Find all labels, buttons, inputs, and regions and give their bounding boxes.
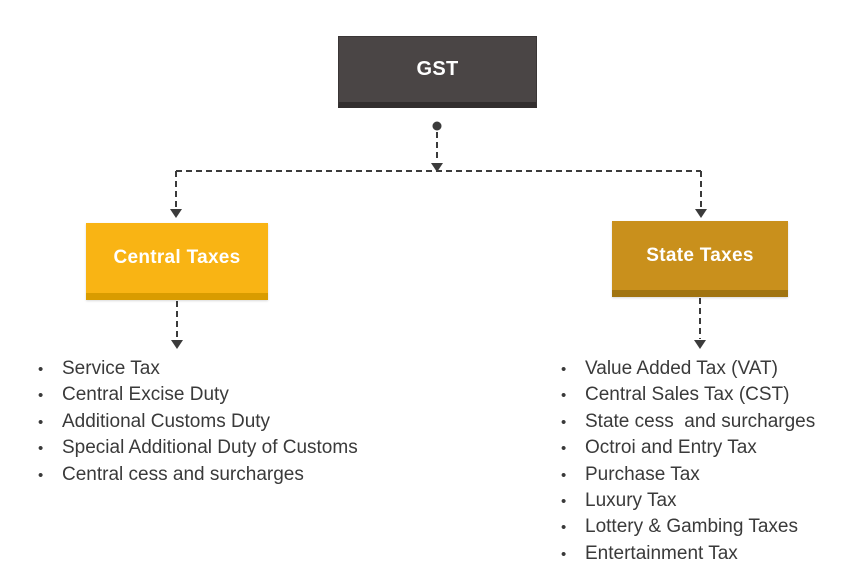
list-item-text: Octroi and Entry Tax xyxy=(585,437,757,459)
bullet-icon: • xyxy=(561,361,567,378)
list-item-text: Additional Customs Duty xyxy=(62,410,271,432)
bullet-icon: • xyxy=(38,440,44,458)
list-item: • Purchase Tax xyxy=(553,462,863,488)
list-item-text: Purchase Tax xyxy=(585,463,700,485)
bullet-icon: • xyxy=(38,466,44,484)
list-item-text: Central Sales Tax (CST) xyxy=(585,384,790,406)
list-item-text: Value Added Tax (VAT) xyxy=(585,358,778,379)
list-item-text: Special Additional Duty of Customs xyxy=(62,437,358,459)
list-item-text: Central cess and surcharges xyxy=(62,463,304,485)
list-item-text: Central Excise Duty xyxy=(62,384,229,406)
root-connector-dot xyxy=(432,121,442,131)
bullet-icon: • xyxy=(561,387,567,405)
bullet-icon: • xyxy=(561,519,567,537)
gst-node: GST xyxy=(338,36,537,108)
list-item: • Central Excise Duty xyxy=(30,382,450,408)
list-item: • Central Sales Tax (CST) xyxy=(553,382,863,408)
central-taxes-node: Central Taxes xyxy=(86,223,268,300)
list-item-text: Luxury Tax xyxy=(585,490,677,512)
list-item: • Service Tax xyxy=(30,356,450,382)
bullet-icon: • xyxy=(561,466,567,484)
bullet-icon: • xyxy=(561,493,567,511)
list-item: • Lottery & Gambing Taxes xyxy=(553,514,863,540)
bullet-icon: • xyxy=(38,387,44,405)
state-taxes-node: State Taxes xyxy=(612,221,788,297)
bullet-icon: • xyxy=(561,440,567,458)
state-taxes-list: • Value Added Tax (VAT) • Central Sales … xyxy=(553,356,863,567)
central-taxes-list: • Service Tax • Central Excise Duty • Ad… xyxy=(30,356,450,488)
bullet-icon: • xyxy=(38,413,44,431)
list-item: • State cess and surcharges xyxy=(553,409,863,435)
arrow-to-central-taxes xyxy=(170,171,182,218)
list-item: • Special Additional Duty of Customs xyxy=(30,435,450,461)
list-item: • Luxury Tax xyxy=(553,488,863,514)
list-item-text: Lottery & Gambing Taxes xyxy=(585,516,798,538)
arrow-to-state-taxes xyxy=(695,171,707,218)
gst-node-label: GST xyxy=(416,58,459,80)
list-item: • Octroi and Entry Tax xyxy=(553,435,863,461)
bullet-icon: • xyxy=(38,361,44,378)
list-item-text: Service Tax xyxy=(62,358,160,379)
list-item: • Entertainment Tax xyxy=(553,541,863,567)
list-item: • Central cess and surcharges xyxy=(30,462,450,488)
list-item-text: Entertainment Tax xyxy=(585,542,738,564)
central-taxes-node-label: Central Taxes xyxy=(113,247,241,268)
state-taxes-node-label: State Taxes xyxy=(646,244,754,266)
list-item-text: State cess and surcharges xyxy=(585,410,816,432)
state-to-list-arrow xyxy=(694,298,706,349)
bullet-icon: • xyxy=(561,545,567,563)
bullet-icon: • xyxy=(561,413,567,431)
central-to-list-arrow xyxy=(171,301,183,349)
list-item: • Additional Customs Duty xyxy=(30,409,450,435)
root-to-branches-arrow xyxy=(431,132,443,172)
list-item: • Value Added Tax (VAT) xyxy=(553,356,863,382)
